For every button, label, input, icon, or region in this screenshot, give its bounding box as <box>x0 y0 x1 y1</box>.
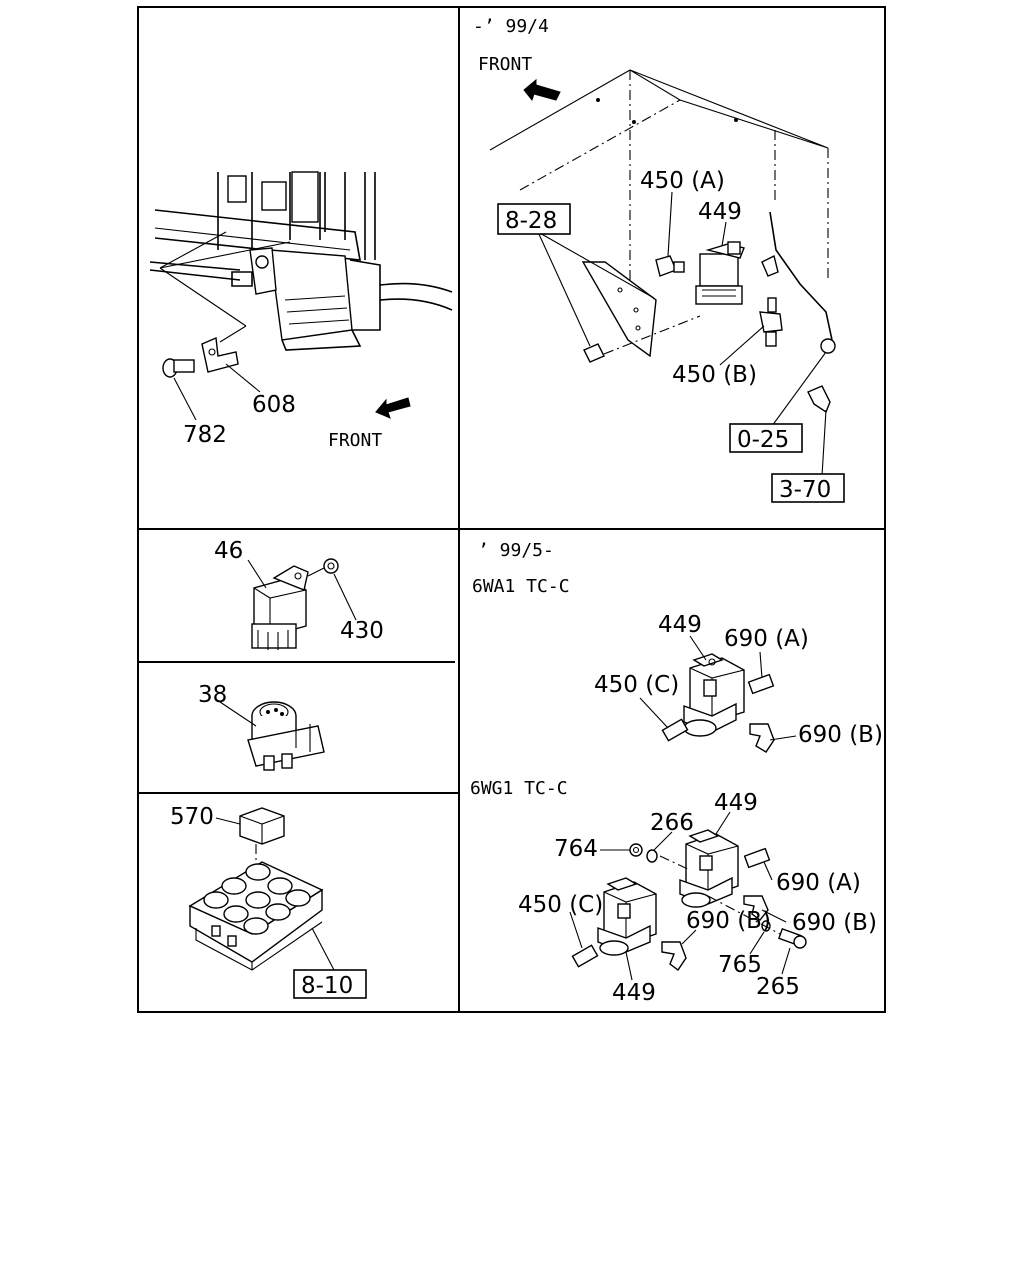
ref-box-label: 8-28 <box>505 208 557 234</box>
vsv-449-drawing <box>695 241 745 305</box>
bottom-right-panel: ’ 99/5- 6WA1 TC-C <box>470 540 883 1006</box>
callout-690a: 690 (A) <box>724 626 809 652</box>
variant-6wg1: 6WG1 TC-C <box>470 778 877 1006</box>
callout-266: 266 <box>650 810 694 836</box>
panel-frame <box>137 6 886 1013</box>
ref-box-0-25[interactable]: 0-25 <box>729 423 803 453</box>
fitting-690b-upper-drawing <box>743 895 769 921</box>
callout-690a: 690 (A) <box>776 870 861 896</box>
callout-265: 265 <box>756 974 800 1000</box>
washer-266-drawing <box>646 849 658 863</box>
fitting-690a-drawing <box>743 847 771 869</box>
relay-panel: 46 430 <box>214 538 384 650</box>
variant-6wa1: 6WA1 TC-C 449 <box>472 576 883 753</box>
relay-570-drawing <box>239 807 285 845</box>
buzzer-panel: 38 <box>198 682 325 771</box>
mount-bracket-drawing <box>581 261 701 363</box>
bolt-782 <box>162 358 195 378</box>
callout-449: 449 <box>658 612 702 638</box>
bolt-265-drawing <box>777 927 807 949</box>
bracket-608 <box>201 336 239 373</box>
callout-570: 570 <box>170 804 214 830</box>
ref-box-8-10[interactable]: 8-10 <box>293 969 367 999</box>
callout-449: 449 <box>612 980 656 1006</box>
vsv-449-lower-drawing <box>597 877 657 956</box>
buzzer-38-drawing <box>247 701 325 771</box>
callout-38: 38 <box>198 682 227 708</box>
sensor-hose-drawing <box>761 211 836 414</box>
ref-box-8-28[interactable]: 8-28 <box>497 203 571 235</box>
fitting-450c-drawing <box>571 944 599 968</box>
callout-449: 449 <box>714 790 758 816</box>
connector-450b-drawing <box>759 297 783 347</box>
callout-450c: 450 (C) <box>594 672 679 698</box>
ref-box-label: 3-70 <box>779 477 831 503</box>
ref-box-3-70[interactable]: 3-70 <box>771 473 845 503</box>
vsv-449-drawing <box>683 653 745 737</box>
nut-430-drawing <box>323 558 339 574</box>
top-left-panel: 608 782 FRONT <box>149 171 453 451</box>
callout-764: 764 <box>554 836 598 862</box>
callout-450b: 450 (B) <box>672 362 757 388</box>
callout-450c: 450 (C) <box>518 892 603 918</box>
ref-box-label: 8-10 <box>301 973 353 999</box>
callout-450a: 450 (A) <box>640 168 725 194</box>
relay-box-panel: 570 8-10 <box>170 804 367 999</box>
vsv-449-upper-drawing <box>679 829 739 908</box>
callout-690b: 690 (B) <box>686 908 771 934</box>
nut-764-drawing <box>629 843 643 857</box>
relay-box-drawing <box>188 861 324 971</box>
front-arrow-icon <box>523 78 561 102</box>
front-label: FRONT <box>328 430 382 451</box>
ref-box-label: 0-25 <box>737 427 789 453</box>
fitting-690a-drawing <box>747 673 775 695</box>
model-label-6wa1: 6WA1 TC-C <box>472 576 570 597</box>
callout-690b: 690 (B) <box>798 722 883 748</box>
callout-765: 765 <box>718 952 762 978</box>
front-arrow-icon <box>375 397 411 419</box>
chassis-mount-drawing <box>149 171 453 351</box>
relay-46-drawing <box>251 565 309 650</box>
period-label-early: -’ 99/4 <box>473 16 549 37</box>
frame-outline-drawing <box>489 69 829 300</box>
fitting-690b-drawing <box>749 723 775 753</box>
model-label-6wg1: 6WG1 TC-C <box>470 778 568 799</box>
callout-782: 782 <box>183 422 227 448</box>
front-label: FRONT <box>478 54 532 75</box>
fitting-450c-drawing <box>661 718 689 742</box>
callout-449: 449 <box>698 199 742 225</box>
connector-450a-drawing <box>655 255 685 277</box>
callout-690b: 690 (B) <box>792 910 877 936</box>
top-right-panel: -’ 99/4 FRONT <box>473 16 845 503</box>
callout-46: 46 <box>214 538 243 564</box>
period-label-late: ’ 99/5- <box>478 540 554 561</box>
callout-430: 430 <box>340 618 384 644</box>
callout-608: 608 <box>252 392 296 418</box>
fitting-690b-lower-drawing <box>661 941 687 972</box>
